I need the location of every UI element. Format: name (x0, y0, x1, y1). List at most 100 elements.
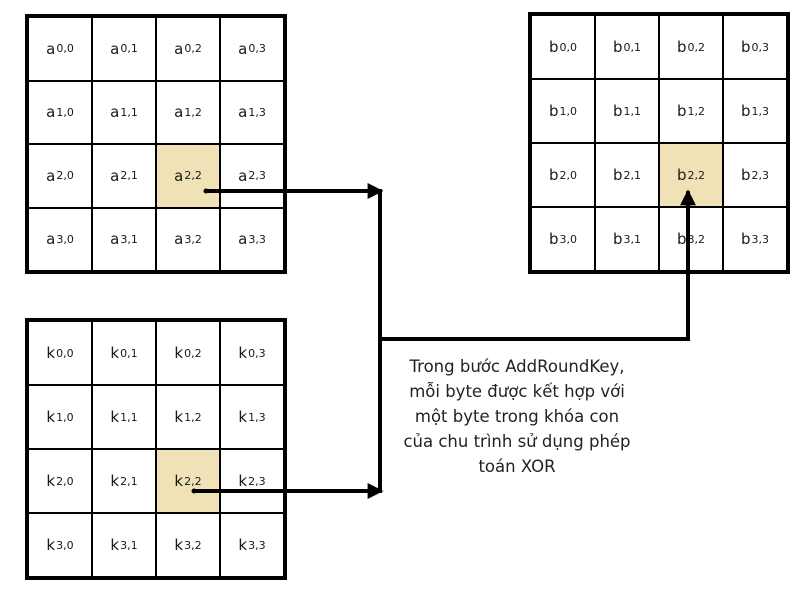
cell-index: 1,0 (56, 105, 74, 119)
cell-letter: a (110, 230, 120, 249)
cell-letter: b (740, 230, 751, 248)
cell-index: 0,1 (120, 346, 138, 360)
cell-index: 3,1 (120, 538, 138, 552)
caption-line: toán XOR (478, 457, 556, 476)
cell-index: 3,2 (687, 232, 706, 246)
cell-letter: k (174, 408, 184, 426)
cell-index: 1,3 (248, 105, 266, 119)
cell-letter: b (676, 102, 687, 120)
cell-index: 3,3 (248, 538, 266, 552)
cell-letter: a (238, 166, 248, 185)
cell-letter: k (238, 536, 248, 554)
cell-letter: a (238, 230, 248, 249)
cell-letter: b (612, 166, 623, 184)
cell-index: 2,2 (687, 168, 706, 182)
a22-dot (203, 188, 209, 194)
cell-letter: k (174, 472, 184, 490)
cell-index: 2,2 (184, 474, 202, 488)
cell-letter: a (46, 103, 56, 122)
cell-index: 3,3 (751, 232, 770, 246)
cell-index: 1,0 (559, 104, 578, 118)
cell-index: 3,0 (559, 232, 578, 246)
cell-index: 0,3 (751, 40, 770, 54)
cell-index: 1,2 (184, 105, 202, 119)
cell-letter: a (110, 166, 120, 185)
cell-letter: b (548, 230, 559, 248)
cell-letter: k (110, 472, 120, 490)
cell-letter: b (740, 166, 751, 184)
cell-letter: b (676, 38, 687, 56)
cell-index: 2,1 (120, 474, 138, 488)
caption-line: của chu trình sử dụng phép (403, 432, 631, 451)
cell-index: 2,0 (56, 474, 74, 488)
cell-index: 0,1 (120, 42, 138, 56)
cell-letter: a (174, 166, 184, 185)
cell-index: 1,1 (623, 104, 642, 118)
cell-index: 1,3 (751, 104, 770, 118)
cell-letter: a (174, 39, 184, 58)
cell-index: 1,0 (56, 410, 74, 424)
cell-index: 2,3 (248, 169, 266, 183)
cell-letter: b (676, 230, 687, 248)
cell-letter: b (676, 166, 687, 184)
addroundkey-caption: Trong bước AddRoundKey, mỗi byte được kế… (392, 354, 642, 479)
cell-letter: k (46, 472, 56, 490)
cell-letter: b (740, 38, 751, 56)
cell-letter: k (174, 344, 184, 362)
cell-letter: a (110, 39, 120, 58)
cell-index: 2,1 (623, 168, 642, 182)
cell-index: 0,3 (248, 346, 266, 360)
cell-letter: b (612, 230, 623, 248)
arrow-junction-to-b22 (380, 189, 696, 341)
cell-letter: k (238, 472, 248, 490)
cell-index: 3,2 (184, 538, 202, 552)
cell-letter: a (174, 230, 184, 249)
cell-index: 1,1 (120, 105, 138, 119)
cell-letter: a (46, 166, 56, 185)
cell-letter: b (612, 38, 623, 56)
cell-letter: a (174, 103, 184, 122)
cell-letter: a (46, 39, 56, 58)
cell-index: 2,3 (248, 474, 266, 488)
k22-dot (191, 488, 197, 494)
cell-letter: k (110, 536, 120, 554)
